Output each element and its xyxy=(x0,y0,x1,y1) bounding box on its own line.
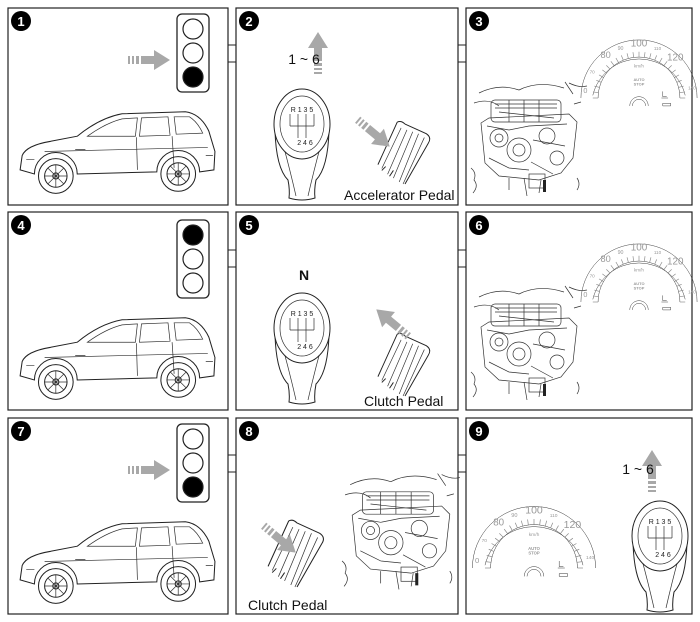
neutral-gear-label: N xyxy=(299,267,309,283)
gear-range-label: 1 ~ 6 xyxy=(288,51,320,67)
speed-label: 110 xyxy=(654,250,662,255)
lamp-middle xyxy=(182,452,204,474)
lamp-bottom xyxy=(182,476,204,498)
lamp-middle xyxy=(182,42,204,64)
step-panel-1: 1 xyxy=(7,7,229,206)
lamp-top xyxy=(182,18,204,40)
speed-label: 0 xyxy=(583,86,587,95)
auto-stop-label-1: AUTO xyxy=(633,77,644,82)
speed-label: 110 xyxy=(550,513,558,519)
speed-label: 120 xyxy=(667,52,684,63)
step-badge: 1 xyxy=(11,11,31,31)
speed-label: 70 xyxy=(590,274,596,279)
gear-pattern-top: R 1 3 5 xyxy=(291,311,314,318)
step-badge: 9 xyxy=(469,421,489,441)
gear-pattern-bottom: 2 4 6 xyxy=(297,140,313,147)
speed-label: 100 xyxy=(631,39,648,50)
speed-unit: km/h xyxy=(634,268,644,273)
lamp-middle xyxy=(182,248,204,270)
auto-stop-label-1: AUTO xyxy=(528,546,541,551)
auto-stop-label-2: STOP xyxy=(528,551,540,556)
speed-label: 70 xyxy=(590,70,596,75)
traffic-light xyxy=(176,423,210,503)
step-panel-7: 7 xyxy=(7,417,229,615)
speed-label: 110 xyxy=(654,46,662,51)
step-number: 3 xyxy=(475,14,482,29)
speed-label: 80 xyxy=(493,518,504,529)
step-number: 2 xyxy=(245,14,252,29)
speed-label: 90 xyxy=(618,46,624,52)
step-badge: 4 xyxy=(11,215,31,235)
step-badge: 8 xyxy=(239,421,259,441)
auto-stop-label-2: STOP xyxy=(634,285,645,290)
step-number: 9 xyxy=(475,424,482,439)
speed-label: 90 xyxy=(511,513,517,519)
speed-label: 140 xyxy=(688,289,696,294)
speed-unit: km/h xyxy=(529,532,540,538)
auto-stop-label-2: STOP xyxy=(634,81,645,86)
step-panel-4: 4 xyxy=(7,211,229,411)
speed-label: 80 xyxy=(601,254,611,264)
step-number: 6 xyxy=(475,218,482,233)
pedal-label: Accelerator Pedal xyxy=(344,187,455,203)
lamp-bottom xyxy=(182,66,204,88)
traffic-light xyxy=(176,13,210,93)
lamp-top xyxy=(182,428,204,450)
step-number: 1 xyxy=(17,14,24,29)
gear-pattern-bottom: 2 4 6 xyxy=(297,344,313,351)
lamp-bottom xyxy=(182,272,204,294)
step-badge: 5 xyxy=(239,215,259,235)
speed-label: 120 xyxy=(667,256,684,267)
step-badge: 6 xyxy=(469,215,489,235)
speed-label: 100 xyxy=(631,243,648,254)
speed-label: 120 xyxy=(564,519,582,531)
step-badge: 3 xyxy=(469,11,489,31)
speed-label: 140 xyxy=(688,85,696,90)
pedal-label: Clutch Pedal xyxy=(364,393,443,409)
gear-shift-knob: R 1 3 5 2 4 6 xyxy=(631,500,689,613)
gear-pattern-bottom: 2 4 6 xyxy=(655,552,671,559)
step-badge: 7 xyxy=(11,421,31,441)
gear-pattern-top: R 1 3 5 xyxy=(291,107,314,114)
gear-range-label: 1 ~ 6 xyxy=(622,461,654,477)
speed-label: 140 xyxy=(586,555,594,561)
speed-label: 100 xyxy=(525,504,543,516)
speed-label: 0 xyxy=(475,556,479,565)
traffic-light xyxy=(176,219,210,299)
step-number: 8 xyxy=(245,424,252,439)
step-number: 4 xyxy=(17,218,25,233)
pedal-label: Clutch Pedal xyxy=(248,597,327,613)
speed-label: 80 xyxy=(601,50,611,60)
speed-label: 0 xyxy=(583,290,587,299)
auto-stop-label-1: AUTO xyxy=(633,281,644,286)
step-panel-2: 2 1 ~ 6 R 1 3 5 2 4 6 Accelerator Pedal xyxy=(235,7,459,206)
lamp-top xyxy=(182,224,204,246)
gear-pattern-top: R 1 3 5 xyxy=(649,519,672,526)
step-number: 5 xyxy=(245,218,252,233)
step-badge: 2 xyxy=(239,11,259,31)
step-panel-5: 5N R 1 3 5 2 4 6 Clutch Pedal xyxy=(235,211,459,411)
speed-label: 70 xyxy=(482,538,488,544)
gear-shift-knob: R 1 3 5 2 4 6 xyxy=(273,292,331,405)
speed-label: 90 xyxy=(618,250,624,256)
step-number: 7 xyxy=(17,424,24,439)
gear-shift-knob: R 1 3 5 2 4 6 xyxy=(273,88,331,201)
speed-unit: km/h xyxy=(634,64,644,69)
